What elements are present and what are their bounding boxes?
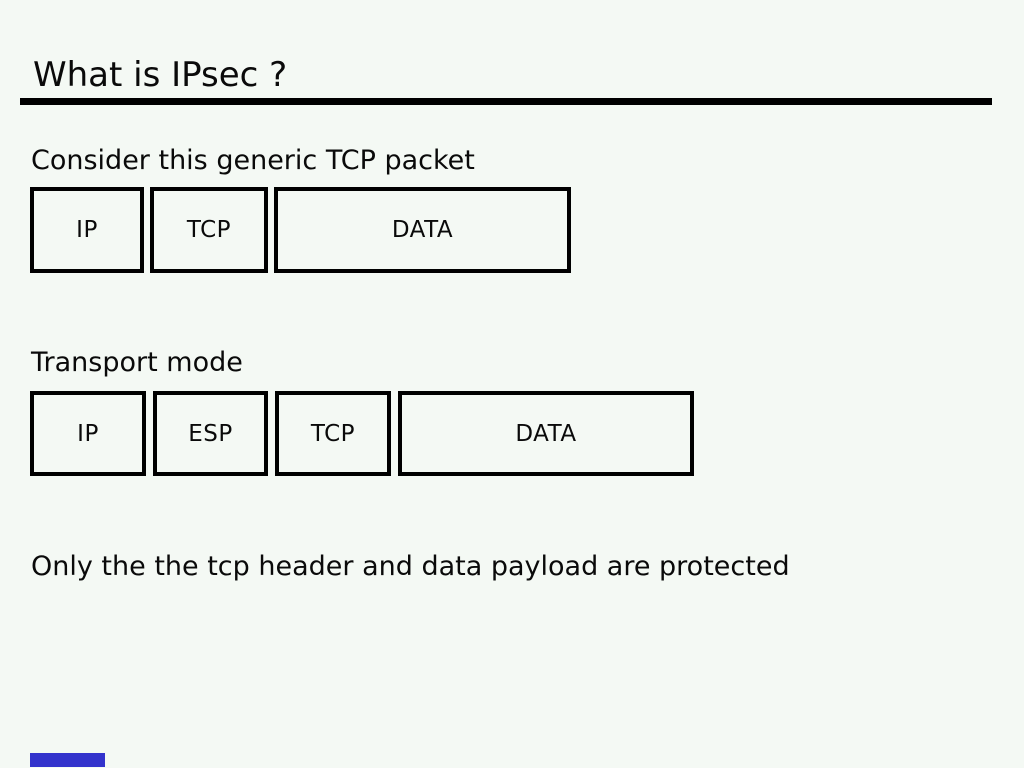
packet-box-data: DATA (398, 391, 694, 476)
packet-box-ip: IP (30, 187, 144, 273)
transport-mode-caption: Transport mode (31, 347, 243, 378)
slide-title: What is IPsec ? (33, 55, 288, 95)
transport-mode-diagram: IP ESP TCP DATA (30, 391, 694, 476)
generic-packet-diagram: IP TCP DATA (30, 187, 571, 273)
packet-box-tcp: TCP (275, 391, 391, 476)
title-underline-rule (20, 98, 992, 105)
packet-box-tcp: TCP (150, 187, 268, 273)
packet-box-ip: IP (30, 391, 146, 476)
packet-box-data: DATA (274, 187, 571, 273)
packet-box-esp: ESP (153, 391, 268, 476)
protection-note: Only the the tcp header and data payload… (31, 551, 790, 582)
slide-progress-bar (30, 753, 105, 767)
generic-packet-caption: Consider this generic TCP packet (31, 145, 475, 176)
